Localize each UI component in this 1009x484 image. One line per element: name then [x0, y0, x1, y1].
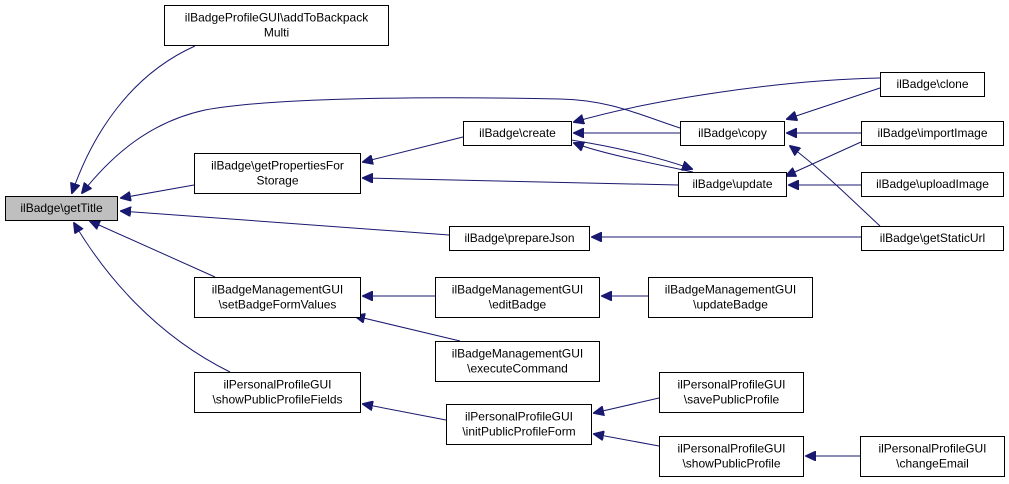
edge-copy-to-getTitle — [82, 97, 681, 193]
node-label-initPublicProfileForm-1: \initPublicProfileForm — [462, 425, 575, 439]
node-box-changeEmail — [860, 436, 1005, 477]
edge-initPublicProfileForm-to-showPublicProfileFields — [363, 404, 447, 421]
node-showPublicProfileFields[interactable]: ilPersonalProfileGUI\showPublicProfileFi… — [194, 372, 361, 413]
node-update[interactable]: ilBadge\update — [678, 172, 787, 197]
node-label-getStaticUrl-0: ilBadge\getStaticUrl — [880, 231, 985, 245]
node-prepareJson[interactable]: ilBadge\prepareJson — [449, 226, 590, 251]
node-label-showPublicProfileFields-0: ilPersonalProfileGUI — [223, 378, 331, 392]
node-updateBadge[interactable]: ilBadgeManagementGUI\updateBadge — [648, 277, 813, 318]
edge-update-to-create — [574, 143, 694, 173]
edge-getPropertiesForStorage-to-getTitle — [121, 184, 195, 198]
edge-savePublicProfile-to-initPublicProfileForm — [594, 397, 660, 413]
node-label-showPublicProfileFields-1: \showPublicProfileFields — [212, 393, 342, 407]
node-create[interactable]: ilBadge\create — [463, 121, 572, 146]
node-savePublicProfile[interactable]: ilPersonalProfileGUI\savePublicProfile — [659, 372, 804, 413]
node-editBadge[interactable]: ilBadgeManagementGUI\editBadge — [435, 277, 600, 318]
node-label-setBadgeFormValues-0: ilBadgeManagementGUI — [212, 283, 343, 297]
edges-layer — [72, 45, 881, 456]
node-label-prepareJson-0: ilBadge\prepareJson — [464, 231, 574, 245]
node-box-uploadImage — [861, 172, 1004, 197]
node-label-uploadImage-0: ilBadge\uploadImage — [876, 177, 989, 191]
node-label-editBadge-0: ilBadgeManagementGUI — [452, 283, 583, 297]
node-label-addToBackpackMulti-1: Multi — [264, 26, 289, 40]
node-box-create — [463, 121, 572, 146]
edge-setBadgeFormValues-to-getTitle — [90, 221, 216, 278]
node-label-editBadge-1: \editBadge — [489, 298, 547, 312]
node-label-executeCommand-0: ilBadgeManagementGUI — [452, 347, 583, 361]
node-label-addToBackpackMulti-0: ilBadgeProfileGUI\addToBackpack — [185, 11, 369, 25]
node-box-update — [678, 172, 787, 197]
node-box-getStaticUrl — [861, 226, 1004, 251]
node-box-editBadge — [435, 277, 600, 318]
node-label-executeCommand-1: \executeCommand — [467, 362, 568, 376]
edge-importImage-to-update — [786, 141, 862, 176]
node-label-showPublicProfile-0: ilPersonalProfileGUI — [677, 442, 785, 456]
node-box-savePublicProfile — [659, 372, 804, 413]
edge-prepareJson-to-getTitle — [121, 211, 450, 236]
node-initPublicProfileForm[interactable]: ilPersonalProfileGUI\initPublicProfileFo… — [446, 404, 592, 445]
node-label-changeEmail-1: \changeEmail — [896, 457, 969, 471]
node-box-initPublicProfileForm — [446, 404, 592, 445]
node-box-showPublicProfile — [659, 436, 804, 477]
node-label-importImage-0: ilBadge\importImage — [877, 126, 987, 140]
node-copy[interactable]: ilBadge\copy — [680, 121, 785, 146]
node-label-updateBadge-0: ilBadgeManagementGUI — [665, 283, 796, 297]
node-box-addToBackpackMulti — [164, 5, 389, 46]
node-box-showPublicProfileFields — [194, 372, 361, 413]
node-showPublicProfile[interactable]: ilPersonalProfileGUI\showPublicProfile — [659, 436, 804, 477]
node-importImage[interactable]: ilBadge\importImage — [861, 121, 1004, 146]
node-label-create-0: ilBadge\create — [479, 126, 556, 140]
node-uploadImage[interactable]: ilBadge\uploadImage — [861, 172, 1004, 197]
node-label-getPropertiesForStorage-0: ilBadge\getPropertiesFor — [211, 159, 344, 173]
node-box-prepareJson — [449, 226, 590, 251]
node-getTitle[interactable]: ilBadge\getTitle — [5, 196, 118, 221]
edge-showPublicProfile-to-initPublicProfileForm — [594, 434, 660, 447]
node-box-importImage — [861, 121, 1004, 146]
node-label-savePublicProfile-0: ilPersonalProfileGUI — [677, 378, 785, 392]
edge-create-to-update — [570, 139, 692, 169]
node-label-setBadgeFormValues-1: \setBadgeFormValues — [219, 298, 337, 312]
node-label-clone-0: ilBadge\clone — [896, 77, 968, 91]
edge-executeCommand-to-setBadgeFormValues — [355, 316, 461, 342]
node-label-getTitle-0: ilBadge\getTitle — [20, 201, 103, 215]
node-box-copy — [680, 121, 785, 146]
nodes-layer: ilBadge\getTitle ilBadgeProfileGUI\addToB… — [5, 5, 1005, 477]
node-box-setBadgeFormValues — [194, 277, 361, 318]
node-getStaticUrl[interactable]: ilBadge\getStaticUrl — [861, 226, 1004, 251]
edge-addToBackpackMulti-to-getTitle — [72, 45, 196, 193]
node-box-executeCommand — [435, 341, 600, 382]
node-label-getPropertiesForStorage-1: Storage — [256, 174, 298, 188]
node-label-updateBadge-1: \updateBadge — [693, 298, 768, 312]
node-label-savePublicProfile-1: \savePublicProfile — [684, 393, 780, 407]
edge-update-to-getPropertiesForStorage — [363, 178, 679, 186]
edge-clone-to-copy — [787, 87, 881, 119]
node-executeCommand[interactable]: ilBadgeManagementGUI\executeCommand — [435, 341, 600, 382]
node-setBadgeFormValues[interactable]: ilBadgeManagementGUI\setBadgeFormValues — [194, 277, 361, 318]
node-box-updateBadge — [648, 277, 813, 318]
edge-create-to-getPropertiesForStorage — [363, 136, 464, 162]
edge-clone-to-create — [574, 77, 881, 122]
node-clone[interactable]: ilBadge\clone — [880, 72, 985, 97]
node-box-clone — [880, 72, 985, 97]
node-box-getTitle — [5, 196, 118, 221]
node-box-getPropertiesForStorage — [194, 153, 361, 194]
node-label-initPublicProfileForm-0: ilPersonalProfileGUI — [465, 410, 573, 424]
node-label-showPublicProfile-1: \showPublicProfile — [682, 457, 780, 471]
node-label-update-0: ilBadge\update — [692, 177, 772, 191]
node-label-changeEmail-0: ilPersonalProfileGUI — [878, 442, 986, 456]
node-label-copy-0: ilBadge\copy — [698, 126, 767, 140]
node-changeEmail[interactable]: ilPersonalProfileGUI\changeEmail — [860, 436, 1005, 477]
edge-showPublicProfileFields-to-getTitle — [74, 223, 231, 373]
